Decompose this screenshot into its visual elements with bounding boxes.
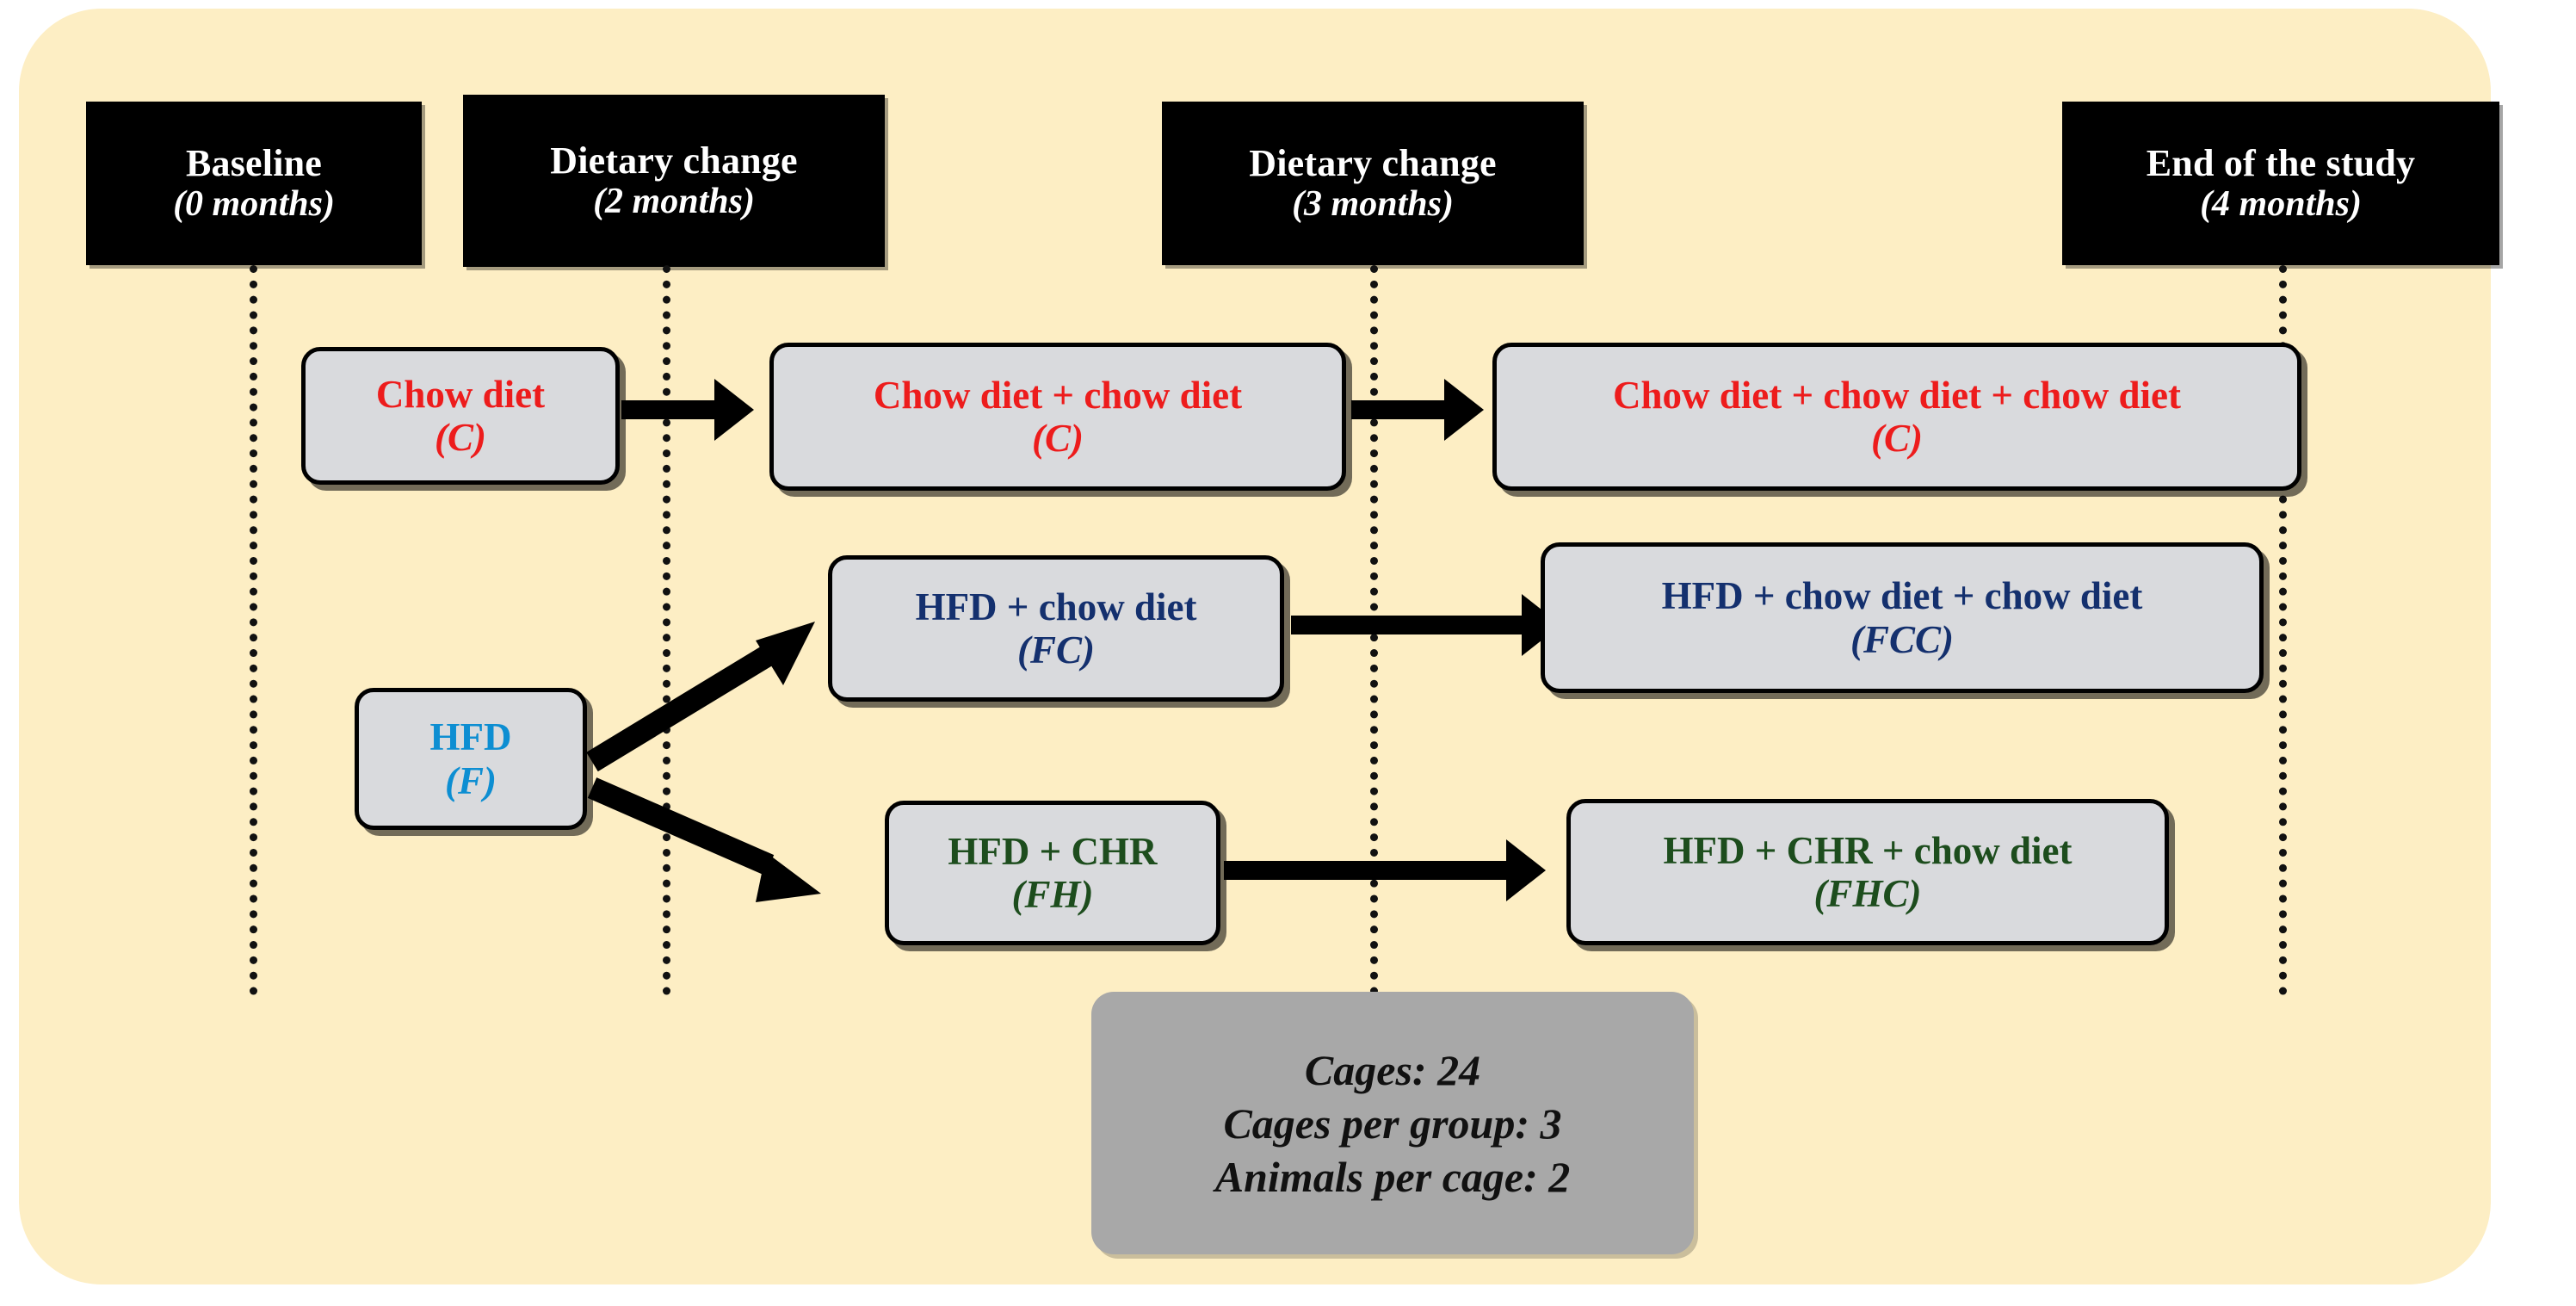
diet-box-label: HFD + chow diet xyxy=(915,585,1197,628)
timeline-rule-2-months xyxy=(663,265,670,995)
timeline-marker-subtitle: (2 months) xyxy=(593,182,755,222)
branch-arrow-up xyxy=(587,622,815,772)
arrow-fc-stage2-to-stage3 xyxy=(1291,616,1523,634)
timeline-marker-title: End of the study xyxy=(2146,141,2416,184)
timeline-marker-dietary-change-2m: Dietary change (2 months) xyxy=(463,95,885,267)
diet-box-label: HFD + chow diet + chow diet xyxy=(1661,574,2143,618)
notes-line-cages-per-group: Cages per group: 3 xyxy=(1223,1099,1562,1148)
diet-box-chow-stage2: Chow diet + chow diet (C) xyxy=(769,343,1346,491)
timeline-marker-title: Baseline xyxy=(185,141,323,184)
diet-box-code: (C) xyxy=(1871,417,1923,460)
arrow-chow-stage1-to-stage2 xyxy=(621,400,716,419)
diet-box-fc-stage3: HFD + chow diet + chow diet (FCC) xyxy=(1541,542,2264,693)
diet-box-fh-stage3: HFD + CHR + chow diet (FHC) xyxy=(1566,799,2169,945)
timeline-marker-subtitle: (3 months) xyxy=(1292,184,1454,225)
diet-box-label: Chow diet + chow diet + chow diet xyxy=(1612,373,2181,417)
timeline-rule-0-months xyxy=(250,265,257,995)
diet-box-label: Chow diet + chow diet xyxy=(873,373,1243,417)
diet-box-code: (FHC) xyxy=(1813,872,1922,915)
timeline-marker-title: Dietary change xyxy=(550,139,798,182)
timeline-marker-dietary-change-3m: Dietary change (3 months) xyxy=(1162,102,1584,265)
arrow-chow-stage2-to-stage3 xyxy=(1351,400,1446,419)
diet-box-fc-stage2: HFD + chow diet (FC) xyxy=(828,555,1284,702)
notes-line-animals-per-cage: Animals per cage: 2 xyxy=(1214,1152,1571,1201)
diet-box-chow-stage1: Chow diet (C) xyxy=(301,347,620,485)
timeline-rule-4-months xyxy=(2279,265,2287,995)
timeline-marker-subtitle: (4 months) xyxy=(2200,184,2362,225)
diet-box-code: (C) xyxy=(435,416,486,459)
timeline-marker-end-of-study: End of the study (4 months) xyxy=(2062,102,2499,265)
notes-line-cages: Cages: 24 xyxy=(1304,1045,1481,1094)
diet-box-label: HFD xyxy=(429,715,512,759)
diet-box-fh-stage2: HFD + CHR (FH) xyxy=(885,801,1220,945)
diet-box-hfd-stage1: HFD (F) xyxy=(355,688,587,830)
branch-arrows-from-hfd xyxy=(587,622,821,902)
diet-box-label: HFD + CHR + chow diet xyxy=(1663,828,2073,872)
diet-box-code: (FC) xyxy=(1017,628,1095,672)
timeline-marker-title: Dietary change xyxy=(1249,141,1497,184)
arrow-fh-stage2-to-stage3 xyxy=(1224,861,1508,880)
diet-box-code: (C) xyxy=(1032,417,1084,460)
timeline-marker-baseline: Baseline (0 months) xyxy=(86,102,422,265)
diet-box-code: (FH) xyxy=(1011,873,1094,916)
diet-box-code: (F) xyxy=(445,758,497,802)
timeline-marker-subtitle: (0 months) xyxy=(173,184,335,225)
diet-box-label: Chow diet xyxy=(375,372,546,416)
branch-arrow-down xyxy=(587,777,821,902)
study-notes-box: Cages: 24 Cages per group: 3 Animals per… xyxy=(1091,992,1694,1254)
diet-box-label: HFD + CHR xyxy=(948,829,1158,873)
diet-box-code: (FCC) xyxy=(1850,617,1954,661)
diagram-card: Baseline (0 months) Dietary change (2 mo… xyxy=(19,9,2499,1284)
diet-box-chow-stage3: Chow diet + chow diet + chow diet (C) xyxy=(1492,343,2301,491)
